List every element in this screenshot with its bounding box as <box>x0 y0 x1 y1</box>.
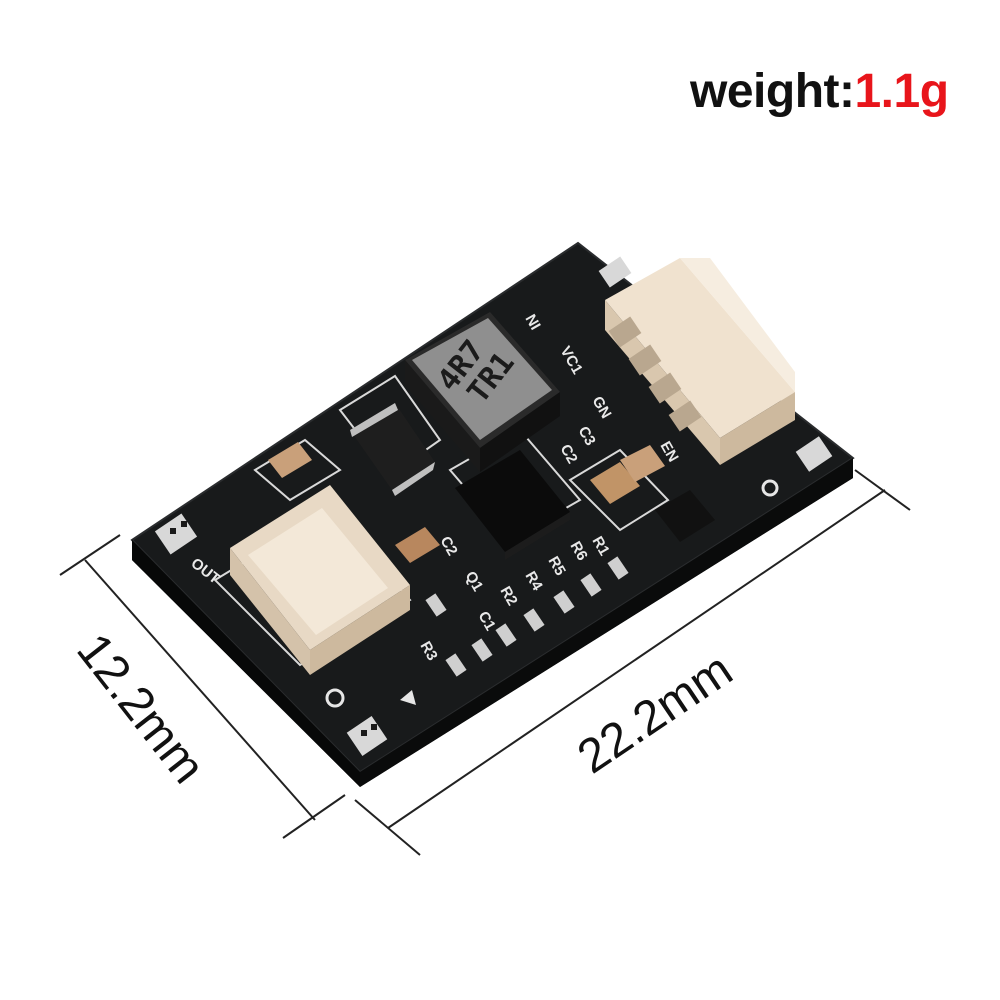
transistor <box>655 490 715 542</box>
silk-ni: NI <box>522 312 544 333</box>
resistor-pads <box>425 556 629 677</box>
ground-symbols <box>325 479 779 708</box>
weight-value: 1.1g <box>854 65 949 118</box>
length-dimension-label: 22.2mm <box>569 643 742 784</box>
diode <box>350 403 435 496</box>
main-ic <box>455 450 570 560</box>
input-connector <box>605 258 795 465</box>
width-dimension-label: 12.2mm <box>66 624 215 793</box>
output-connector <box>230 485 410 675</box>
weight-label: weight: <box>690 65 855 118</box>
capacitors <box>268 442 665 563</box>
weight-caption: weight:1.1g <box>690 64 949 119</box>
dimension-lines <box>59 469 911 856</box>
inductor: 4R7 TR1 <box>405 312 560 472</box>
